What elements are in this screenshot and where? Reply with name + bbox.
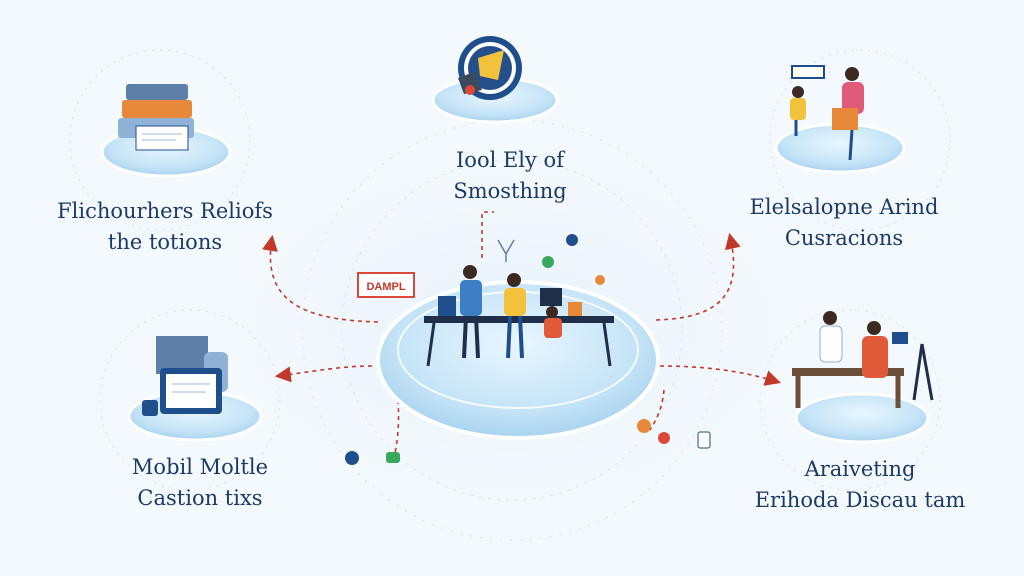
label-top-right-line2: Cusracions bbox=[784, 226, 904, 250]
node-top-right bbox=[774, 65, 906, 174]
shield-badge-icon bbox=[458, 36, 522, 100]
label-top-left-line1: Flichourhers Reliofs bbox=[57, 199, 273, 223]
center-tag: DAMPL bbox=[357, 272, 415, 298]
stacked-documents-icon bbox=[118, 84, 194, 151]
label-bottom-right-line2: Erihoda Discau tam bbox=[754, 488, 966, 512]
arrow-to-bottom-left bbox=[274, 365, 373, 383]
chat-bubble-icon bbox=[386, 452, 400, 463]
label-top-right: Elelsalopne Arind Cusracions bbox=[724, 192, 964, 254]
arrow-down-bottom-right-mid bbox=[649, 389, 665, 431]
phone-icon bbox=[697, 431, 711, 449]
label-top-left-line2: the totions bbox=[107, 230, 223, 254]
label-bottom-right: Araiveting Erihoda Discau tam bbox=[735, 454, 985, 516]
green-dot-icon bbox=[542, 256, 554, 268]
workshop-desk-icon bbox=[792, 311, 934, 408]
orange-dot-icon bbox=[595, 275, 605, 285]
node-top-center bbox=[431, 36, 559, 124]
center-title-line1: Iool Ely of bbox=[456, 148, 564, 172]
gear-small-icon bbox=[566, 234, 578, 246]
parent-child-shopping-icon bbox=[790, 65, 864, 161]
shield-small-icon bbox=[345, 451, 359, 465]
label-bottom-left-line2: Castion tixs bbox=[137, 486, 263, 510]
label-top-right-line1: Elelsalopne Arind bbox=[749, 195, 939, 219]
label-bottom-left-line1: Mobil Moltle bbox=[131, 455, 269, 479]
label-top-left: Flichourhers Reliofs the totions bbox=[40, 196, 290, 258]
node-bottom-left bbox=[127, 336, 263, 442]
arrow-to-top-left bbox=[262, 234, 379, 323]
node-bottom-right bbox=[792, 311, 934, 444]
branch-icon bbox=[497, 239, 515, 262]
badge-icon bbox=[658, 432, 670, 444]
tablet-database-icon bbox=[142, 336, 228, 416]
label-bottom-left: Mobil Moltle Castion tixs bbox=[90, 452, 310, 514]
coin-icon bbox=[637, 419, 651, 433]
node-top-left bbox=[100, 84, 232, 178]
label-bottom-right-line1: Araiveting bbox=[804, 457, 916, 481]
team-at-desk-illustration bbox=[424, 265, 614, 367]
center-title: Iool Ely of Smosthing bbox=[420, 145, 600, 207]
arrow-to-top-right bbox=[655, 232, 741, 321]
central-hub bbox=[376, 265, 660, 440]
center-title-line2: Smosthing bbox=[453, 179, 567, 203]
arrow-to-bottom-right bbox=[659, 365, 782, 386]
